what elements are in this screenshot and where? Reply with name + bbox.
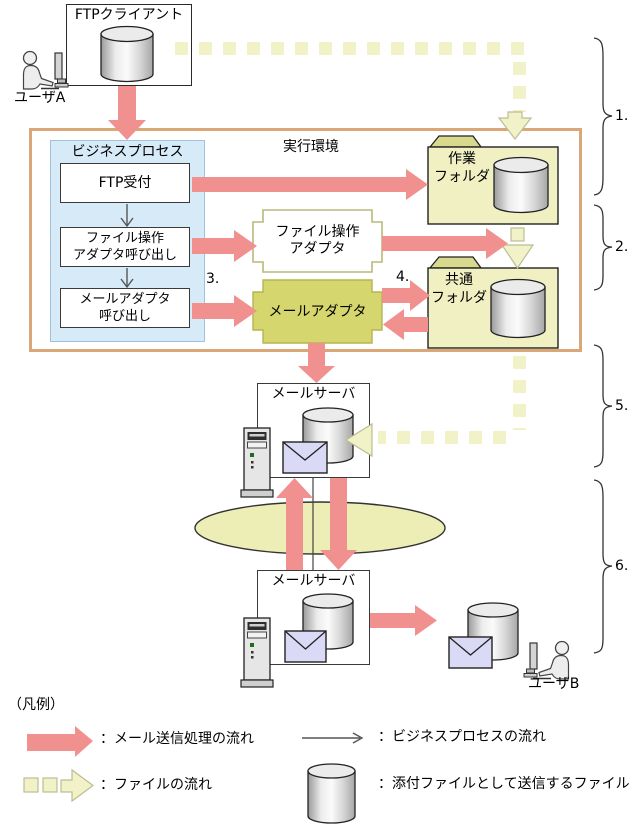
step-file-adapter-call-label: ファイル操作 アダプタ呼び出し [60, 227, 190, 267]
step-number-6: 6. [615, 558, 629, 574]
legend-mail-flow-arrow [27, 726, 93, 757]
work-folder-line2: フォルダ [434, 168, 490, 185]
user-a-at-computer-icon [22, 50, 69, 90]
work-folder-line1: 作業 [448, 151, 476, 167]
legend-file-cylinder-icon [307, 763, 356, 824]
common-folder-line2: フォルダ [431, 289, 487, 306]
file-adapter-line2: アダプタ [289, 241, 346, 257]
brace-5 [593, 344, 613, 468]
legend-bp-flow-arrow [302, 732, 364, 744]
legend-file-flow-label: ：ファイルの流れ [100, 777, 212, 793]
file-flow-top [175, 42, 526, 112]
step-mail-adapter-call-box [60, 288, 190, 328]
step3-line1: メールアダプタ [79, 292, 171, 307]
ftp-client-label: FTPクライアント [74, 7, 184, 23]
step-number-4: 4. [396, 269, 410, 285]
step-mail-adapter-call-label: メールアダプタ 呼び出し [60, 288, 190, 328]
business-process-label: ビジネスプロセス [71, 144, 184, 160]
step3-line2: 呼び出し [98, 309, 151, 324]
step2-line2: アダプタ呼び出し [72, 248, 177, 263]
arrow-server2-to-userb [370, 605, 437, 636]
common-folder-line1: 共通 [445, 272, 473, 288]
user-b-label: ユーザB [528, 676, 580, 692]
step-number-3: 3. [206, 271, 220, 287]
mail-server-1-label: メールサーバ [271, 386, 356, 402]
legend-title: （凡例） [8, 697, 64, 713]
execution-env-label: 実行環境 [283, 139, 339, 155]
file-flow-to-mail-server [344, 356, 526, 458]
brace-2 [593, 204, 613, 291]
mail-adapter-label: メールアダプタ [268, 303, 367, 320]
legend-bp-flow-label: ：ビジネスプロセスの流れ [378, 729, 546, 745]
user-b-at-computer-icon [523, 640, 570, 680]
file-operation-adapter-label: ファイル操作 アダプタ [253, 212, 382, 270]
step-number-2: 2. [615, 239, 629, 255]
step-braces [593, 37, 613, 654]
arrow-server1-to-server2 [320, 478, 357, 570]
user-b-file-cylinder-icon [467, 602, 519, 661]
user-b-envelope-icon [448, 636, 493, 669]
step-file-adapter-call-box [60, 227, 190, 267]
user-a-label: ユーザA [14, 90, 66, 106]
legend-file-flow-arrow [23, 768, 95, 803]
step-number-5: 5. [615, 398, 629, 414]
step2-line1: ファイル操作 [85, 231, 164, 246]
step-number-1: 1. [615, 108, 629, 124]
common-folder-label: 共通 フォルダ [430, 272, 488, 307]
legend-mail-flow-label: ：メール送信処理の流れ [100, 731, 254, 747]
brace-6 [593, 479, 613, 654]
mail-server-2-label: メールサーバ [271, 573, 356, 589]
legend-attachment-label: ：添付ファイルとして送信するファイル [378, 776, 630, 792]
step-ftp-accept-label: FTP受付 [98, 174, 152, 191]
arrow-server2-to-server1 [276, 478, 313, 570]
network-ellipse [194, 501, 446, 555]
step-ftp-accept-box [60, 163, 190, 203]
work-folder-label: 作業 フォルダ [433, 151, 491, 186]
file-adapter-line1: ファイル操作 [275, 224, 360, 240]
brace-1 [593, 37, 613, 196]
